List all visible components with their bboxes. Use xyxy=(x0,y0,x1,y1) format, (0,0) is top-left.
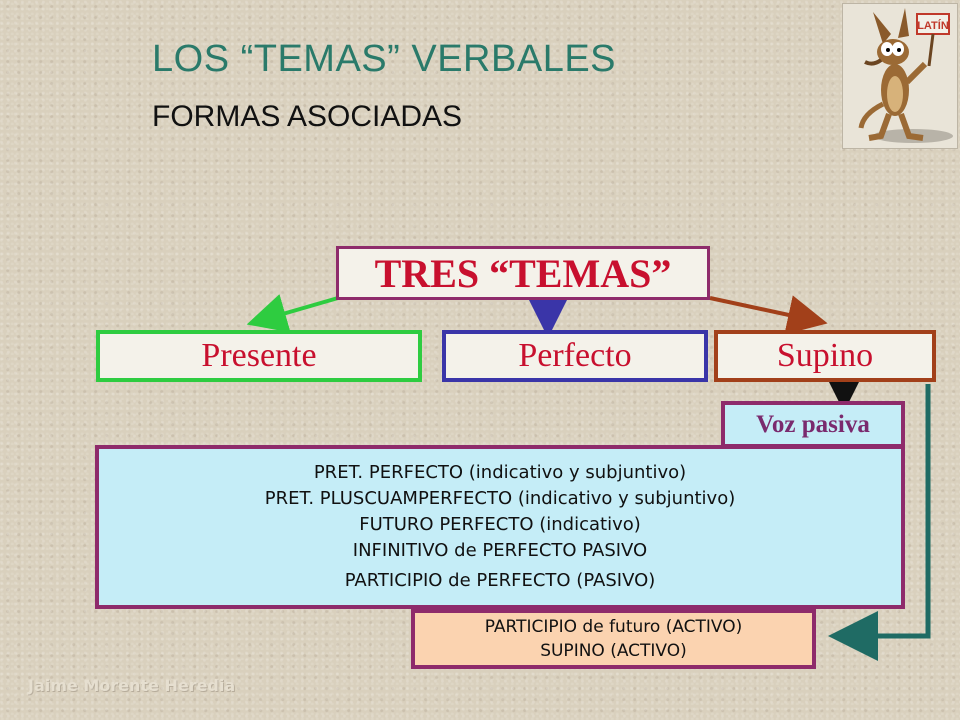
form-participio-futuro: PARTICIPIO de futuro (ACTIVO) xyxy=(484,617,743,637)
arrow-to-presente xyxy=(246,294,339,333)
root-box-tres-temas: TRES “TEMAS” xyxy=(336,246,710,300)
form-participio-perfecto: PARTICIPIO de PERFECTO (PASIVO) xyxy=(344,570,656,591)
form-futuro-perfecto: FUTURO PERFECTO (indicativo) xyxy=(359,514,641,535)
slide-subtitle: FORMAS ASOCIADAS xyxy=(152,100,463,133)
form-pret-perfecto: PRET. PERFECTO (indicativo y subjuntivo) xyxy=(313,462,687,483)
stem-box-supino: Supino xyxy=(714,330,936,382)
form-pluscuamperfecto: PRET. PLUSCUAMPERFECTO (indicativo y sub… xyxy=(264,488,736,509)
voz-pasiva-label: Voz pasiva xyxy=(721,401,905,448)
logo-text: LATÍN xyxy=(917,19,949,32)
perfecto-forms-box: PRET. PERFECTO (indicativo y subjuntivo)… xyxy=(95,445,905,609)
arrow-to-supino xyxy=(709,295,828,335)
stem-box-perfecto: Perfecto xyxy=(442,330,708,382)
form-infinitivo-perfecto: INFINITIVO de PERFECTO PASIVO xyxy=(352,540,648,561)
author-credit: Jaime Morente Heredia xyxy=(28,676,236,695)
coyote-mascot-image: LATÍN xyxy=(842,3,958,149)
stem-box-presente: Presente xyxy=(96,330,422,382)
coyote-icon: LATÍN xyxy=(858,8,953,143)
supino-forms-box: PARTICIPIO de futuro (ACTIVO) SUPINO (AC… xyxy=(411,609,816,669)
slide-title: LOS “TEMAS” VERBALES xyxy=(152,38,617,80)
form-supino-activo: SUPINO (ACTIVO) xyxy=(540,641,687,661)
